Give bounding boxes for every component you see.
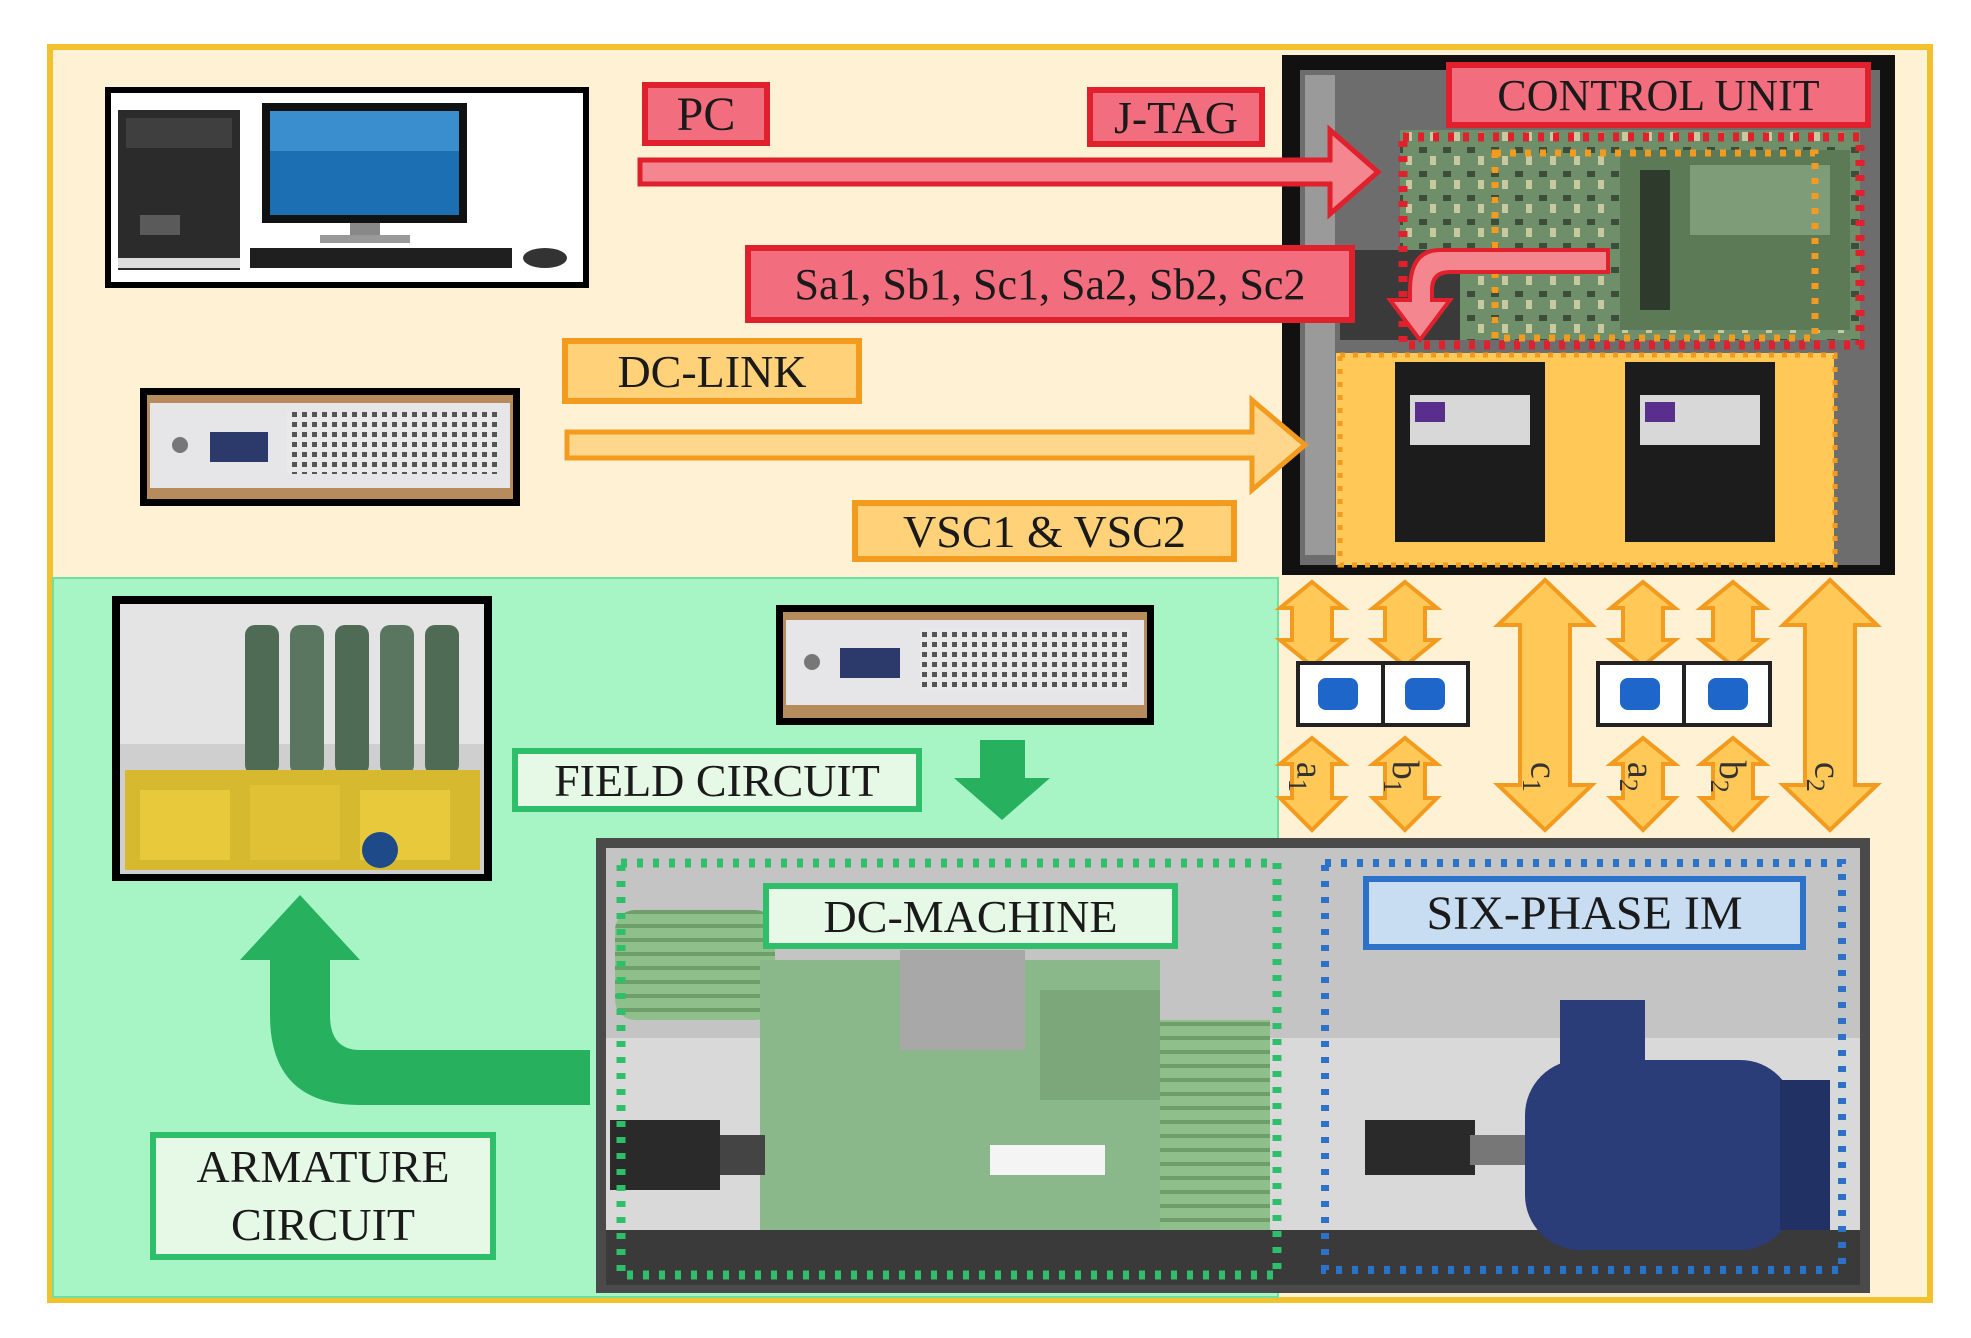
phase-label-a1: a1	[1283, 761, 1331, 792]
gate-signal-arrow	[1386, 248, 1610, 344]
current-sensor-icon	[1596, 661, 1772, 727]
machine-set-photo	[596, 838, 1870, 1293]
gate-signals-label: Sa1, Sb1, Sc1, Sa2, Sb2, Sc2	[745, 245, 1355, 323]
armature-circuit-arrow	[240, 895, 590, 1105]
armature-line-2: CIRCUIT	[231, 1199, 415, 1250]
armature-circuit-label: ARMATURE CIRCUIT	[150, 1132, 496, 1260]
phase-label-c1: c1	[1517, 761, 1565, 792]
dc-machine-icon	[610, 910, 1270, 1230]
current-sensor-icon	[1296, 661, 1470, 727]
field-circuit-label: FIELD CIRCUIT	[512, 748, 922, 812]
resistor-bank-icon	[112, 596, 492, 881]
field-circuit-arrow	[954, 740, 1050, 820]
phase-label-c2: c2	[1801, 761, 1849, 792]
six-phase-im-label: SIX-PHASE IM	[1363, 876, 1806, 950]
power-supply-icon	[140, 388, 520, 506]
dc-link-arrow	[564, 394, 1309, 496]
vsc-label: VSC1 & VSC2	[852, 500, 1237, 562]
converter-module-icon	[1395, 362, 1545, 542]
phase-label-a2: a2	[1614, 761, 1662, 792]
dc-link-label: DC-LINK	[562, 338, 862, 404]
control-cabinet-icon	[1282, 55, 1895, 575]
phase-label-b2: b2	[1705, 760, 1753, 793]
desktop-computer-icon	[105, 87, 589, 288]
converter-module-icon	[1625, 362, 1775, 542]
dc-machine-label: DC-MACHINE	[763, 883, 1178, 949]
phase-label-b1: b1	[1378, 760, 1426, 793]
jtag-label: J-TAG	[1087, 87, 1265, 147]
power-supply-icon	[776, 605, 1154, 725]
pc-label: PC	[642, 82, 770, 146]
induction-motor-icon	[1365, 1000, 1830, 1250]
armature-line-1: ARMATURE	[196, 1141, 450, 1192]
control-unit-label: CONTROL UNIT	[1446, 62, 1871, 128]
phase-connections	[1274, 577, 1882, 833]
pc-to-control-arrow	[637, 124, 1382, 220]
